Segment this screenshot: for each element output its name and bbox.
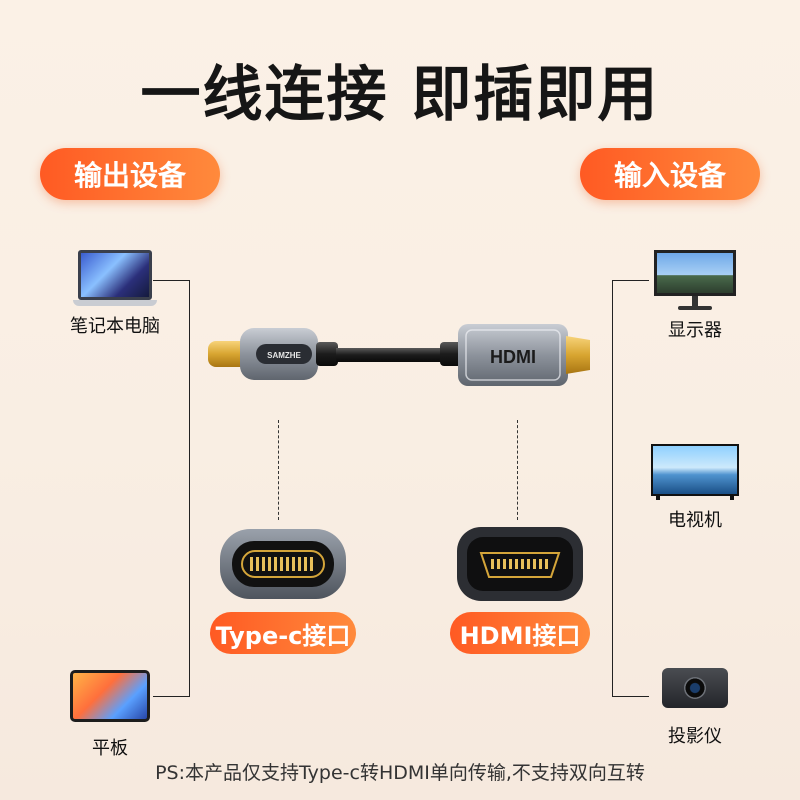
device-label: 电视机 [668,510,722,531]
device-label: 投影仪 [668,726,722,747]
hdmi-logo: HDMI [490,347,536,367]
hdmi-port-icon [457,527,583,601]
tablet-icon [70,670,150,722]
hdmi-plug-tip [566,336,590,374]
brand-plate [256,344,312,364]
input-devices-badge: 输入设备 [580,148,760,200]
device-projector: 投影仪 [640,668,750,748]
headline: 一线连接 即插即用 [140,60,660,130]
device-monitor: 显示器 [640,250,750,342]
device-laptop: 笔记本电脑 [60,250,170,338]
projector-icon [662,668,728,708]
device-label: 显示器 [668,320,722,341]
brand-text: SAMZHE [267,351,301,360]
typec-port-icon [220,529,346,599]
hdmi-housing [458,324,568,386]
hdmi-port-label: HDMI接口 [450,612,590,654]
input-bracket-line [612,280,649,697]
hdmi-dash-line [517,420,518,520]
cable-illustration: SAMZHE HDMI [208,324,590,386]
output-bracket-line [153,280,190,697]
tv-icon [651,444,739,496]
footnote: PS:本产品仅支持Type-c转HDMI单向传输,不支持双向互转 [155,762,645,784]
device-tablet: 平板 [55,670,165,760]
device-label: 平板 [92,738,128,759]
typec-port-label: Type-c接口 [210,612,356,654]
monitor-icon [654,250,736,296]
output-devices-badge: 输出设备 [40,148,220,200]
typec-dash-line [278,420,279,520]
device-tv: 电视机 [640,444,750,532]
laptop-icon [78,250,152,300]
device-label: 笔记本电脑 [70,316,160,337]
cable-wire [336,348,440,362]
typec-plug-tip [208,341,248,367]
